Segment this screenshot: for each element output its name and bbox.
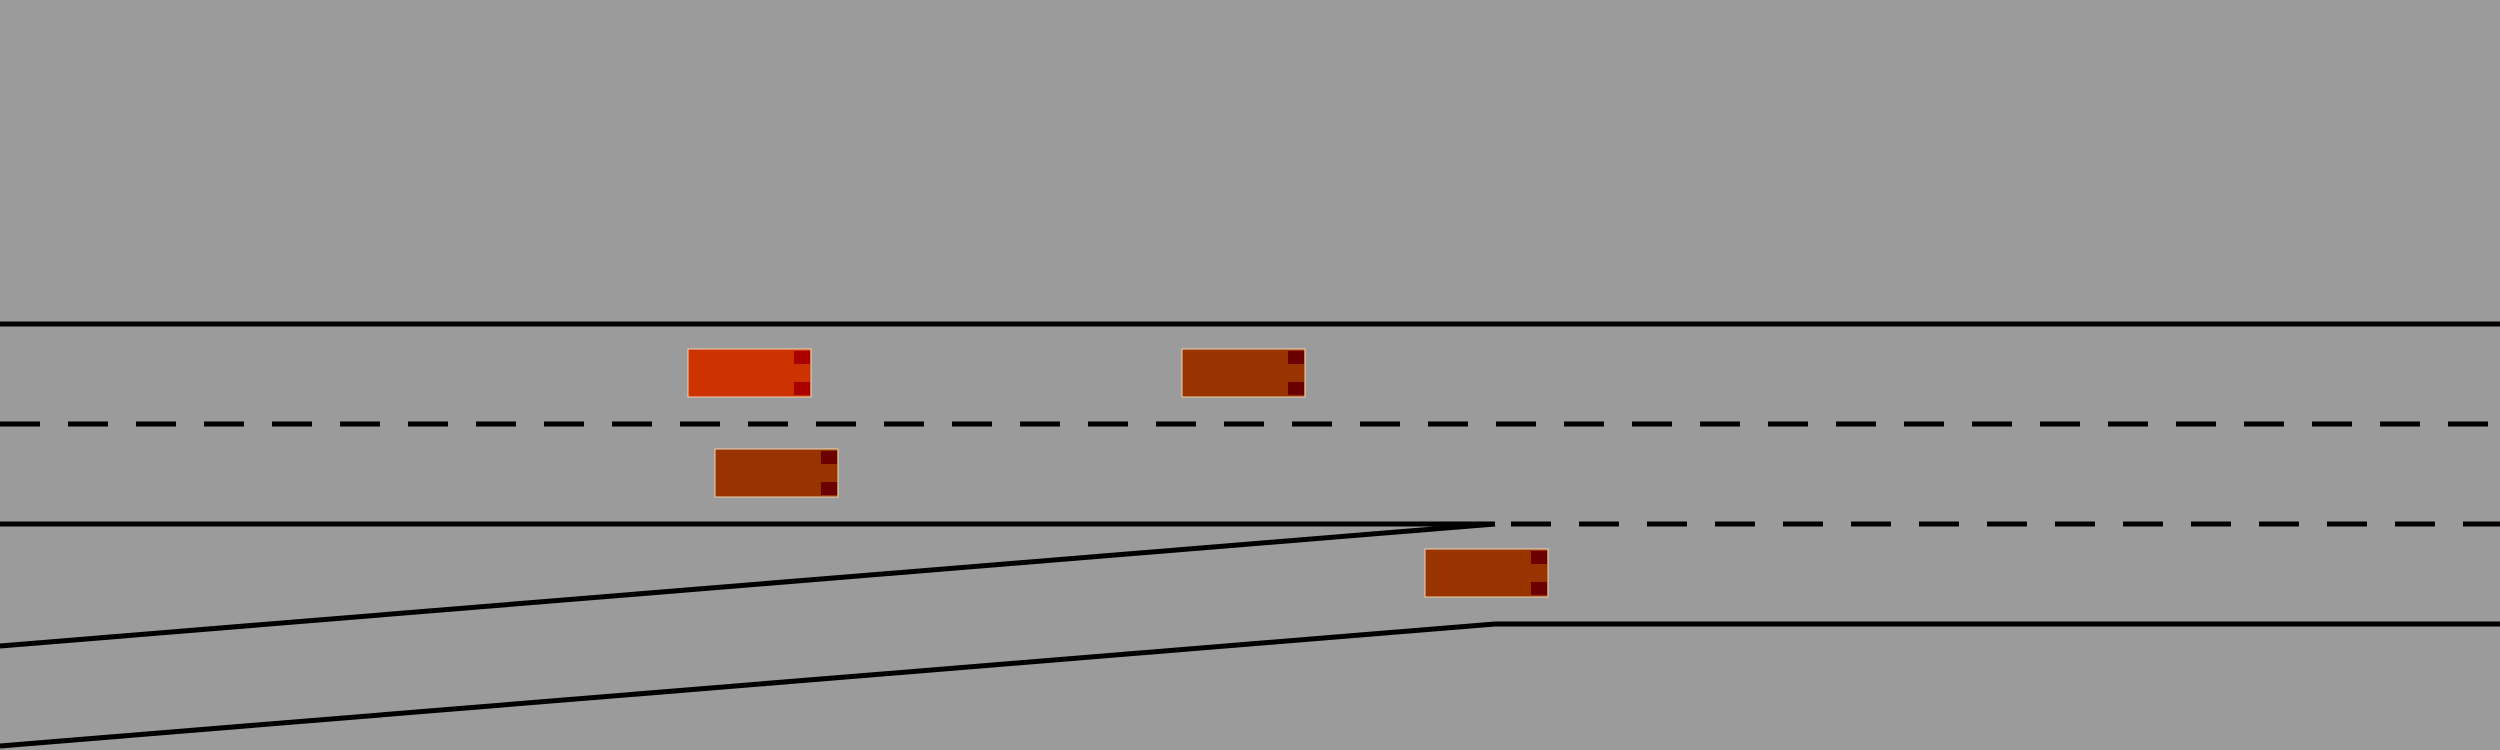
traffic-vehicle — [1181, 348, 1306, 398]
ego-vehicle — [687, 348, 812, 398]
merge-lane-lower-edge — [0, 621, 1496, 749]
vehicle-body — [1424, 548, 1549, 598]
vehicle-headlight — [821, 451, 837, 464]
vehicle-headlight — [1531, 551, 1547, 564]
traffic-vehicle — [1424, 548, 1549, 598]
vehicle-headlight — [821, 482, 837, 495]
vehicle-body — [687, 348, 812, 398]
vehicle-headlight — [1288, 351, 1304, 364]
vehicle-body — [1181, 348, 1306, 398]
vehicle-headlight — [1288, 382, 1304, 395]
vehicles — [687, 348, 1549, 598]
vehicle-headlight — [1531, 582, 1547, 595]
vehicle-headlight — [794, 351, 810, 364]
vehicle-headlight — [794, 382, 810, 395]
traffic-vehicle — [714, 448, 839, 498]
merge-lane-upper-edge — [0, 521, 1496, 649]
vehicle-body — [714, 448, 839, 498]
lane-markings — [0, 321, 2500, 749]
